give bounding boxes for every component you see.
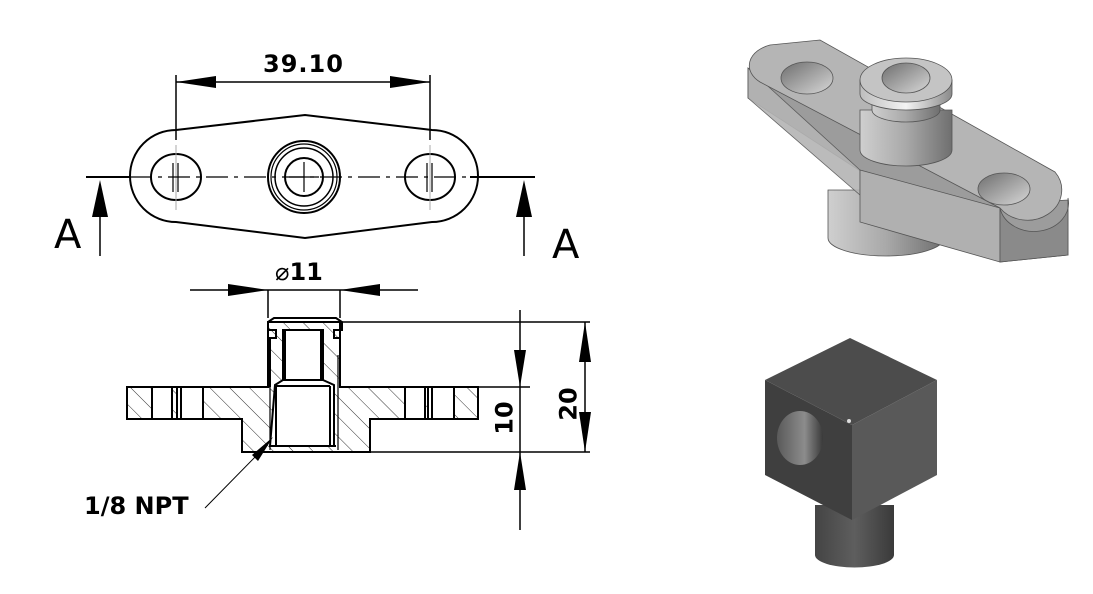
section-arrow-left [92, 180, 108, 256]
flange-fitting-render [747, 39, 1069, 263]
dim-20 [579, 322, 591, 452]
diameter-value: 11 [289, 258, 323, 286]
render-hole-left [780, 61, 834, 95]
section-label-left: A [54, 212, 82, 258]
dim-arrow-left [176, 76, 216, 88]
dia-arrow-right [340, 284, 380, 296]
dim-hole-spacing: 39.10 [263, 50, 344, 78]
cube-adapter-render [765, 338, 937, 568]
section-arrow-right [516, 180, 532, 256]
npt-leader [204, 437, 273, 509]
dim-diameter: ⌀11 [275, 258, 323, 286]
thread-callout: 1/8 NPT [84, 492, 189, 520]
flange-outline [129, 113, 479, 240]
top-view [86, 75, 535, 240]
dim-arrow-right [390, 76, 430, 88]
dia-arrow-left [228, 284, 268, 296]
section-label-right: A [552, 222, 580, 268]
cube-side-port [777, 411, 823, 465]
section-view [126, 289, 590, 453]
dim-10 [514, 310, 526, 530]
render-hole-right [977, 172, 1031, 206]
diameter-symbol: ⌀ [275, 258, 290, 286]
render-bore [881, 62, 931, 94]
